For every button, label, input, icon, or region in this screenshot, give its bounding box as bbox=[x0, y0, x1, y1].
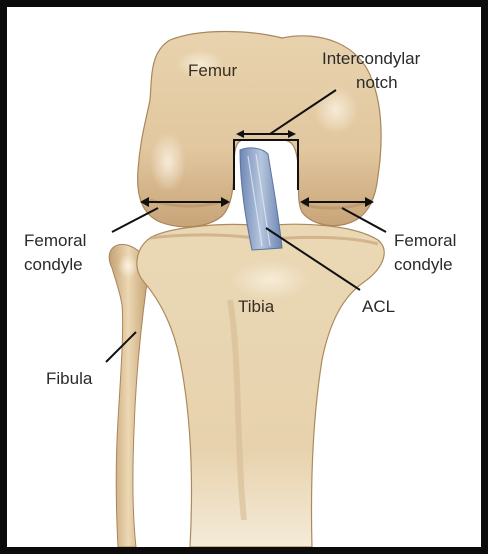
femoral-condyle-left-leader-line bbox=[112, 208, 158, 232]
knee-anatomy-illustration: Femur Intercondylar notch Femoral condyl… bbox=[7, 7, 481, 547]
intercondylar-label-line1: Intercondylar bbox=[322, 49, 421, 68]
fibula-label: Fibula bbox=[46, 369, 93, 388]
tibia-bone bbox=[137, 224, 384, 547]
femur-label: Femur bbox=[188, 61, 237, 80]
femoral-condyle-right-label-line1: Femoral bbox=[394, 231, 456, 250]
acl-label: ACL bbox=[362, 297, 395, 316]
femoral-condyle-left-label-line2: condyle bbox=[24, 255, 83, 274]
tibia-label: Tibia bbox=[238, 297, 275, 316]
intercondylar-label-line2: notch bbox=[356, 73, 398, 92]
femoral-condyle-left-label-line1: Femoral bbox=[24, 231, 86, 250]
femoral-condyle-right-label-line2: condyle bbox=[394, 255, 453, 274]
fibula-bone bbox=[109, 244, 147, 547]
